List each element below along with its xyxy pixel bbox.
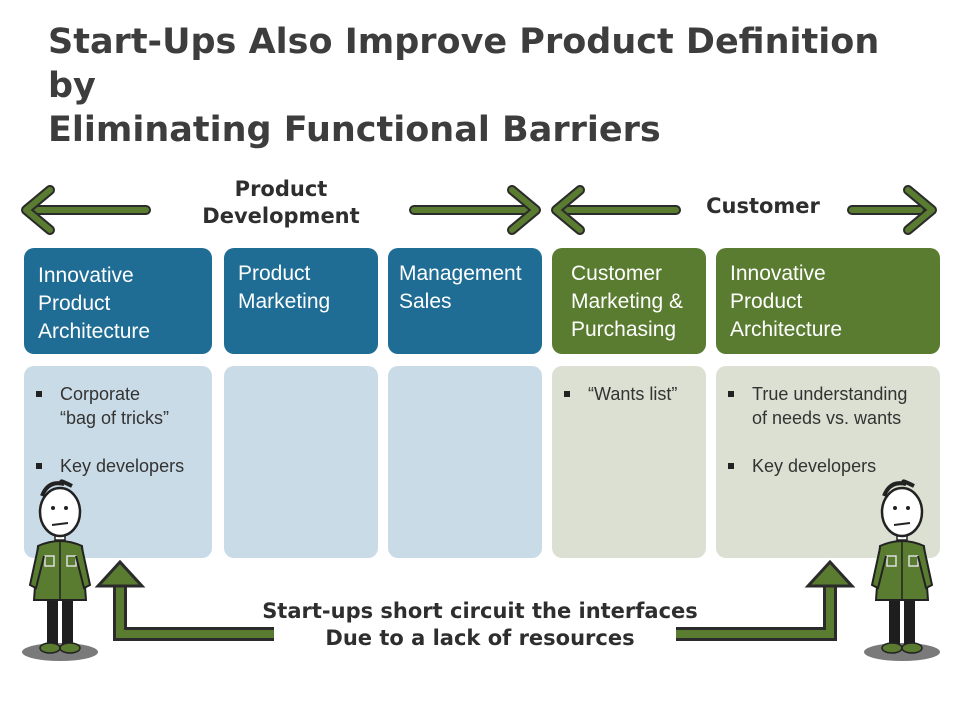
bullet-text: Corporate bbox=[60, 384, 141, 404]
column-4-header-line: Customer bbox=[571, 262, 663, 285]
column-5-body: True understanding of needs vs. wants Ke… bbox=[716, 366, 940, 558]
customer-left-arrow-icon bbox=[551, 185, 681, 235]
customer-right-arrow-icon bbox=[847, 185, 937, 235]
column-1-header-line: Innovative bbox=[38, 264, 134, 287]
slide-title-line-1: Start-Ups Also Improve Product Definitio… bbox=[48, 22, 880, 106]
column-4-bullet-list: “Wants list” bbox=[562, 382, 698, 406]
column-4-body: “Wants list” bbox=[552, 366, 706, 558]
bullet-item: Corporate “bag of tricks” bbox=[34, 382, 204, 430]
customer-label-text: Customer bbox=[706, 194, 820, 218]
product-development-label-line-1: Product bbox=[234, 177, 328, 201]
column-3-body bbox=[388, 366, 542, 558]
bullet-item: Key developers bbox=[726, 454, 932, 478]
slide-title: Start-Ups Also Improve Product Definitio… bbox=[48, 20, 928, 152]
footer-caption: Start-ups short circuit the interfaces D… bbox=[240, 598, 720, 652]
column-1-header: Innovative Product Architecture bbox=[24, 248, 212, 354]
column-1-bullet-list: Corporate “bag of tricks” Key developers bbox=[34, 382, 204, 478]
product-development-label: Product Development bbox=[186, 176, 376, 230]
column-3-header: Management Sales bbox=[388, 248, 542, 354]
column-5-bullet-list: True understanding of needs vs. wants Ke… bbox=[726, 382, 932, 478]
left-elbow-arrow-icon bbox=[94, 559, 274, 641]
column-2-body bbox=[224, 366, 378, 558]
column-1-header-line: Architecture bbox=[38, 320, 151, 343]
product-development-label-line-2: Development bbox=[202, 204, 360, 228]
column-5-header-line: Innovative bbox=[730, 262, 826, 285]
bullet-text: Key developers bbox=[60, 456, 185, 476]
bullet-text: Key developers bbox=[752, 456, 877, 476]
bullet-text: True understanding bbox=[752, 384, 908, 404]
column-4-header-line: Marketing & bbox=[571, 290, 684, 313]
column-2-header-line: Marketing bbox=[238, 290, 331, 313]
bullet-text: of needs vs. wants bbox=[752, 408, 902, 428]
customer-label: Customer bbox=[690, 193, 836, 220]
column-5-header: Innovative Product Architecture bbox=[716, 248, 940, 354]
column-4-header-line: Purchasing bbox=[571, 318, 677, 341]
column-2-header-line: Product bbox=[238, 262, 311, 285]
column-2-header: Product Marketing bbox=[224, 248, 378, 354]
column-5-header-line: Architecture bbox=[730, 318, 843, 341]
bullet-item: Key developers bbox=[34, 454, 204, 478]
bullet-text: “Wants list” bbox=[588, 384, 678, 404]
column-1-body: Corporate “bag of tricks” Key developers bbox=[24, 366, 212, 558]
product-development-left-arrow-icon bbox=[21, 185, 151, 235]
slide-title-line-2: Eliminating Functional Barriers bbox=[48, 110, 661, 150]
column-4-header: Customer Marketing & Purchasing bbox=[552, 248, 706, 354]
bullet-text: “bag of tricks” bbox=[60, 408, 170, 428]
column-1-header-line: Product bbox=[38, 292, 111, 315]
footer-caption-line-2: Due to a lack of resources bbox=[325, 626, 635, 650]
product-development-right-arrow-icon bbox=[409, 185, 541, 235]
column-3-header-line: Sales bbox=[399, 290, 452, 313]
right-elbow-arrow-icon bbox=[676, 559, 856, 641]
footer-caption-line-1: Start-ups short circuit the interfaces bbox=[262, 599, 698, 623]
column-3-header-line: Management bbox=[399, 262, 522, 285]
bullet-item: True understanding of needs vs. wants bbox=[726, 382, 932, 430]
bullet-item: “Wants list” bbox=[562, 382, 698, 406]
column-5-header-line: Product bbox=[730, 290, 803, 313]
